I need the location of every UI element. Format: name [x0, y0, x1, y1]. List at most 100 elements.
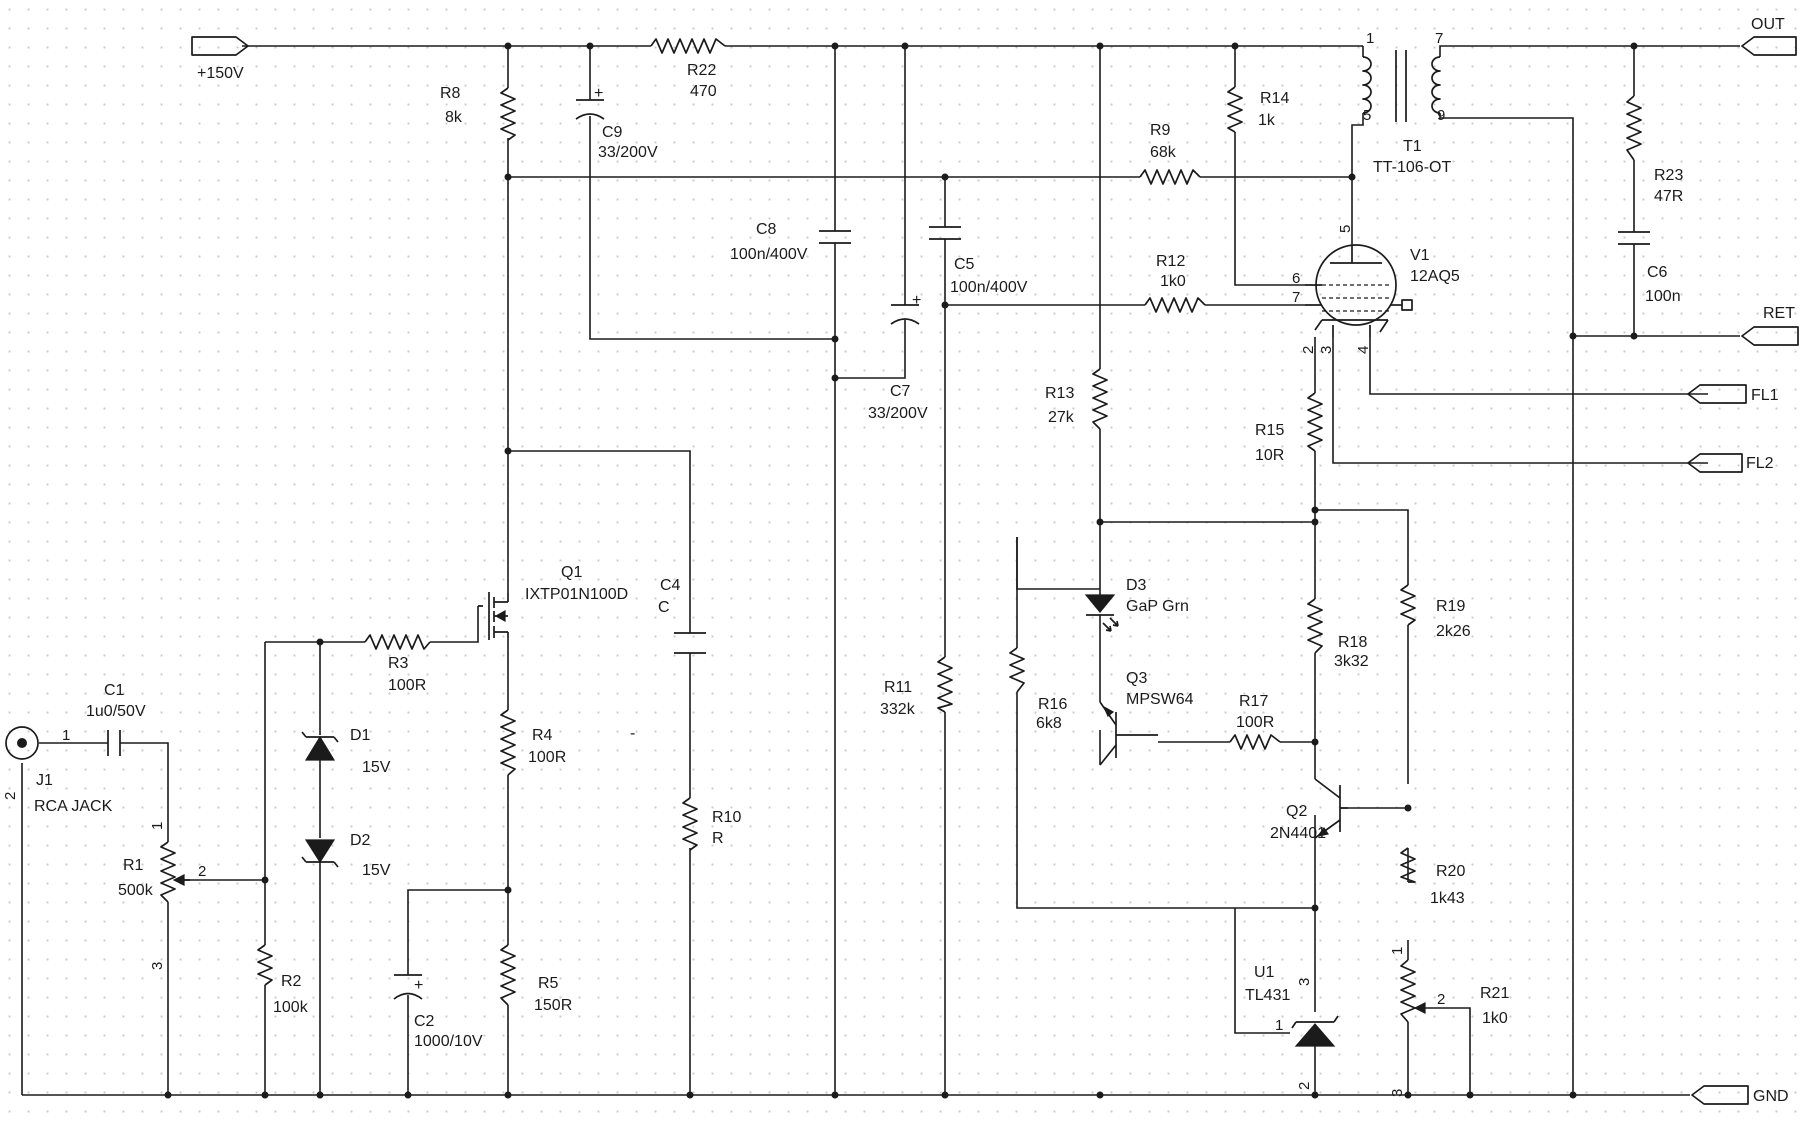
r8-resistor[interactable]: R8 8k [440, 85, 516, 141]
r20-ref: R20 [1436, 863, 1465, 880]
q2-ref: Q2 [1286, 803, 1307, 820]
c6-value: 100n [1645, 288, 1681, 305]
q2-value: 2N4401 [1270, 825, 1326, 842]
t1-transformer[interactable]: 1 5 7 9 T1 TT-106-OT [1362, 30, 1451, 176]
u1-shunt-regulator[interactable]: U1 TL431 1 2 3 [1245, 964, 1339, 1090]
r4-resistor[interactable]: R4 100R [500, 709, 566, 776]
q2-transistor[interactable]: Q2 2N4401 [1270, 778, 1348, 842]
d1-zener-diode[interactable]: D1 15V [301, 727, 391, 776]
t1-pin1-label: 1 [1366, 30, 1374, 47]
q3-transistor[interactable]: Q3 MPSW64 [1099, 670, 1194, 766]
r15-resistor[interactable]: R15 10R [1255, 392, 1323, 464]
c5-capacitor[interactable]: C5 100n/400V [929, 226, 1028, 296]
c9-polarity: + [594, 85, 603, 102]
c9-capacitor[interactable]: + C9 33/200V [575, 85, 658, 161]
j1-value: RCA JACK [34, 798, 113, 815]
c4-capacitor[interactable]: C4 C - [630, 577, 706, 742]
r17-resistor[interactable]: R17 100R [1229, 693, 1281, 750]
r3-resistor[interactable]: R3 100R [364, 634, 431, 694]
r1-value: 500k [118, 882, 154, 899]
r21-pin2-label: 2 [1437, 991, 1445, 1008]
r18-value: 3k32 [1334, 653, 1369, 670]
c6-capacitor[interactable]: C6 100n [1618, 231, 1681, 305]
r21-ref: R21 [1480, 985, 1509, 1002]
c7-value: 33/200V [868, 405, 928, 422]
v1-pin5-label: 5 [1337, 225, 1354, 233]
r15-ref: R15 [1255, 422, 1284, 439]
r12-resistor[interactable]: R12 1k0 [1144, 253, 1206, 313]
r22-value: 470 [690, 83, 717, 100]
d2-ref: D2 [350, 832, 371, 849]
r13-resistor[interactable]: R13 27k [1045, 368, 1108, 430]
r2-resistor[interactable]: R2 100k [257, 944, 309, 1016]
r11-value: 332k [880, 701, 916, 718]
r12-value: 1k0 [1160, 273, 1186, 290]
r11-resistor[interactable]: R11 332k [880, 656, 953, 718]
port-out[interactable]: OUT [1741, 16, 1797, 56]
r21-pin1-label: 1 [1389, 947, 1406, 955]
c9-ref: C9 [602, 124, 623, 141]
r10-ref: R10 [712, 809, 741, 826]
u1-pin3-label: 3 [1296, 978, 1313, 986]
r16-resistor[interactable]: R16 6k8 [1009, 647, 1067, 732]
c1-ref: C1 [104, 682, 125, 699]
c7-ref: C7 [890, 383, 911, 400]
d3-ref: D3 [1126, 577, 1147, 594]
r22-resistor[interactable]: R22 470 [650, 38, 726, 100]
r19-resistor[interactable]: R19 2k26 [1400, 584, 1471, 640]
v1-pin3-label: 3 [1318, 346, 1335, 354]
c8-capacitor[interactable]: C8 100n/400V [730, 221, 851, 263]
t1-pin5-label: 5 [1363, 107, 1371, 124]
c1-capacitor[interactable]: C1 1u0/50V [86, 682, 146, 756]
r18-resistor[interactable]: R18 3k32 [1307, 598, 1369, 670]
port-supply[interactable]: +150V [191, 36, 249, 82]
u1-ref: U1 [1254, 964, 1275, 981]
port-fl2[interactable]: FL2 [1687, 453, 1774, 473]
r21-potentiometer[interactable]: 1 2 3 R21 1k0 [1389, 947, 1509, 1097]
r14-ref: R14 [1260, 90, 1289, 107]
r1-pin1-label: 1 [149, 822, 166, 830]
wires [21, 45, 1740, 1096]
j1-rca-jack[interactable]: 1 2 J1 RCA JACK [2, 726, 113, 815]
r2-value: 100k [273, 999, 309, 1016]
c2-polarity: + [414, 977, 423, 994]
r5-ref: R5 [538, 975, 559, 992]
q1-ref: Q1 [561, 564, 582, 581]
r5-resistor[interactable]: R5 150R [500, 944, 572, 1014]
r12-ref: R12 [1156, 253, 1185, 270]
r16-value: 6k8 [1036, 715, 1062, 732]
v1-pentode-tube[interactable]: 5 6 7 2 3 4 V1 12AQ5 [1292, 225, 1460, 354]
r23-ref: R23 [1654, 167, 1683, 184]
r11-ref: R11 [884, 679, 912, 696]
r9-resistor[interactable]: R9 68k [1139, 122, 1201, 185]
port-gnd[interactable]: GND [1691, 1085, 1789, 1105]
r14-resistor[interactable]: R14 1k [1227, 86, 1289, 133]
q3-ref: Q3 [1126, 670, 1147, 687]
t1-pin7-label: 7 [1435, 30, 1443, 47]
c7-capacitor[interactable]: + C7 33/200V [868, 292, 928, 422]
port-ret[interactable]: RET [1741, 305, 1799, 346]
r8-ref: R8 [440, 85, 461, 102]
d3-value: GaP Grn [1126, 598, 1189, 615]
r20-resistor[interactable]: R20 1k43 [1400, 847, 1465, 907]
r21-value: 1k0 [1482, 1010, 1508, 1027]
d1-value: 15V [362, 759, 391, 776]
q1-mosfet[interactable]: Q1 IXTP01N100D [478, 564, 628, 640]
r22-ref: R22 [687, 62, 716, 79]
r2-ref: R2 [281, 973, 302, 990]
t1-value: TT-106-OT [1373, 159, 1451, 176]
port-fl1[interactable]: FL1 [1687, 384, 1779, 404]
r1-potentiometer[interactable]: 1 2 3 R1 500k [118, 822, 206, 970]
r5-value: 150R [534, 997, 572, 1014]
d3-led[interactable]: D3 GaP Grn [1084, 577, 1189, 632]
r23-resistor[interactable]: R23 47R [1626, 95, 1683, 205]
r10-resistor[interactable]: R10 R [682, 797, 741, 851]
c7-polarity: + [912, 292, 921, 309]
d2-zener-diode[interactable]: D2 15V [301, 832, 391, 879]
t1-ref: T1 [1403, 138, 1422, 155]
d1-ref: D1 [350, 727, 371, 744]
port-fl2-label: FL2 [1746, 455, 1774, 472]
r10-value: R [712, 830, 724, 847]
c2-capacitor[interactable]: + C2 1000/10V [393, 974, 483, 1050]
